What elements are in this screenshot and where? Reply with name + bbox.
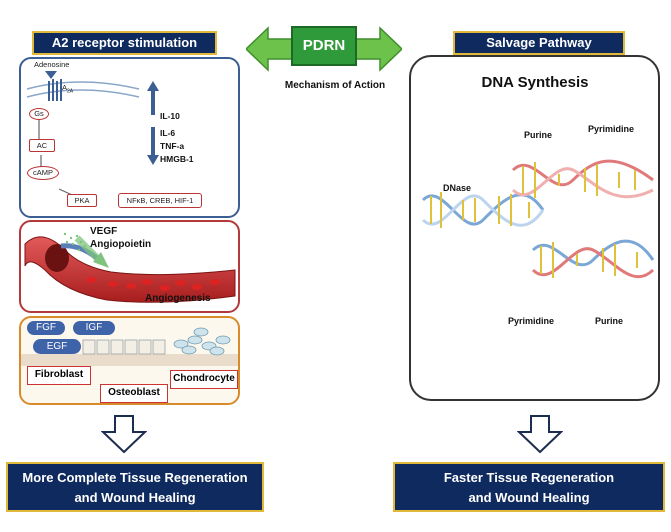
ac-node: AC bbox=[29, 139, 55, 152]
fibroblast-box: Fibroblast bbox=[27, 366, 91, 385]
signaling-diagram bbox=[26, 71, 159, 200]
left-outcome-box: More Complete Tissue Regeneration and Wo… bbox=[6, 462, 264, 512]
blood-vessel-illustration bbox=[24, 232, 236, 303]
egf-label: EGF bbox=[46, 341, 68, 352]
igf-pill: IGF bbox=[73, 321, 115, 335]
osteoblast-box: Osteoblast bbox=[100, 384, 168, 403]
pka-label: PKA bbox=[74, 196, 90, 205]
pka-node: PKA bbox=[67, 194, 97, 207]
vegf-label: VEGF bbox=[90, 226, 118, 237]
receptor-subscript: 2A bbox=[67, 88, 74, 95]
right-down-arrow-icon bbox=[517, 415, 563, 454]
dna-helix-illustration bbox=[421, 159, 655, 279]
angiogenesis-panel bbox=[19, 220, 240, 313]
hmgb1-label: HMGB-1 bbox=[160, 154, 194, 164]
right-outcome-line2: and Wound Healing bbox=[468, 490, 590, 505]
dnase-label: DNase bbox=[443, 183, 472, 193]
pdrn-title: PDRN bbox=[302, 37, 346, 54]
purine-top-label: Purine bbox=[524, 130, 553, 140]
fibroblast-label: Fibroblast bbox=[34, 369, 84, 380]
receptor-name: A bbox=[62, 83, 68, 92]
transcription-factors-label: NFκB, CREB, HIF-1 bbox=[126, 196, 194, 205]
igf-label: IGF bbox=[85, 322, 103, 333]
pyrimidine-top-label: Pyrimidine bbox=[588, 124, 635, 134]
angiogenesis-label: Angiogenesis bbox=[145, 293, 211, 304]
signaling-panel bbox=[19, 57, 240, 218]
cell-layer-illustration bbox=[21, 327, 238, 366]
purine-bottom-label: Purine bbox=[595, 316, 624, 326]
gs-node: Gs bbox=[29, 108, 49, 120]
il6-label: IL-6 bbox=[160, 128, 176, 138]
dna-synthesis-title: DNA Synthesis bbox=[481, 74, 589, 91]
right-outcome-line1: Faster Tissue Regeneration bbox=[443, 470, 615, 485]
mechanism-label: Mechanism of Action bbox=[284, 80, 386, 91]
tnfa-label: TNF-a bbox=[160, 141, 185, 151]
camp-label: cAMP bbox=[32, 168, 53, 177]
left-outcome-line2: and Wound Healing bbox=[74, 490, 196, 505]
pdrn-box: PDRN bbox=[291, 26, 357, 66]
adenosine-label: Adenosine bbox=[34, 60, 70, 69]
gs-label: Gs bbox=[34, 109, 44, 118]
dna-panel bbox=[409, 55, 660, 401]
chondrocyte-label: Chondrocyte bbox=[173, 373, 235, 384]
il10-label: IL-10 bbox=[160, 111, 180, 121]
a2-header: A2 receptor stimulation bbox=[32, 31, 217, 55]
egf-pill: EGF bbox=[33, 339, 81, 354]
angiopoietin-label: Angiopoietin bbox=[90, 239, 152, 250]
camp-node: cAMP bbox=[27, 166, 59, 180]
salvage-header: Salvage Pathway bbox=[453, 31, 625, 55]
fgf-label: FGF bbox=[36, 322, 56, 333]
left-down-arrow-icon bbox=[101, 415, 147, 454]
salvage-header-label: Salvage Pathway bbox=[486, 35, 592, 50]
transcription-factors-box: NFκB, CREB, HIF-1 bbox=[118, 193, 202, 208]
chondrocyte-box: Chondrocyte bbox=[170, 370, 238, 389]
right-outcome-box: Faster Tissue Regeneration and Wound Hea… bbox=[393, 462, 665, 512]
receptor-label: A2A bbox=[62, 83, 73, 95]
a2-header-label: A2 receptor stimulation bbox=[51, 35, 198, 50]
ac-label: AC bbox=[36, 141, 48, 150]
osteoblast-label: Osteoblast bbox=[108, 387, 160, 398]
left-outcome-line1: More Complete Tissue Regeneration bbox=[22, 470, 248, 485]
pyrimidine-bottom-label: Pyrimidine bbox=[508, 316, 555, 326]
fgf-pill: FGF bbox=[27, 321, 65, 335]
